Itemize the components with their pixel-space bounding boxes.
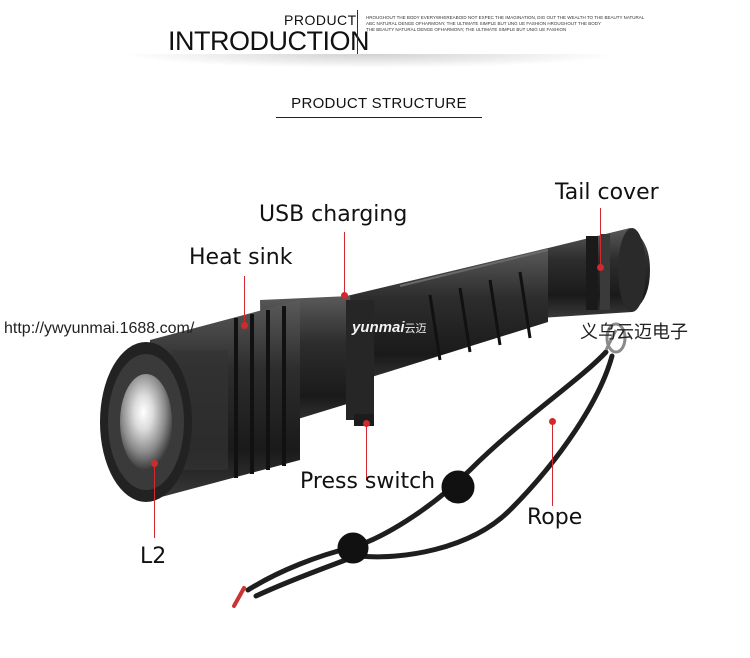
- tail-cap: [540, 228, 650, 318]
- label-usb-charging: USB charging: [259, 202, 408, 227]
- body-tube: [330, 248, 549, 390]
- watermark-url: http://ywyunmai.1688.com/: [4, 320, 195, 337]
- usb-charging-line: [344, 232, 345, 296]
- header-introduction: INTRODUCTION: [168, 26, 369, 56]
- header-small-line: HROUGHOUT THE BODY EVERYWHEREABOID NOT E…: [366, 15, 645, 20]
- l2-dot: [151, 460, 158, 467]
- heat-sink-line: [244, 276, 245, 326]
- section-title: PRODUCT STRUCTURE: [276, 95, 482, 118]
- label-tail-cover: Tail cover: [555, 180, 659, 205]
- label-rope: Rope: [527, 505, 583, 530]
- rope: [232, 349, 615, 608]
- label-l2: L2: [140, 544, 167, 569]
- keyring: [604, 322, 627, 354]
- header-product: PRODUCT: [284, 12, 357, 28]
- watermark-brand-cn: 云迈: [404, 323, 427, 335]
- press-switch-line: [366, 424, 367, 480]
- l2-line: [154, 462, 155, 538]
- heat-sink-dot: [241, 322, 248, 329]
- label-heat-sink: Heat sink: [189, 245, 293, 270]
- header-small-line: THE BEAUTY NATURAL DENGE OFHARMONY, THE …: [366, 27, 567, 32]
- tail-cover-line: [600, 208, 601, 268]
- tail-cover-dot: [597, 264, 604, 271]
- label-press-switch: Press switch: [300, 469, 436, 494]
- watermark-brand-latin: yunmai: [352, 319, 405, 336]
- header-divider: [357, 10, 358, 54]
- lens: [120, 374, 172, 470]
- rope-line: [552, 420, 553, 506]
- usb-charging-dot: [341, 292, 348, 299]
- header-small-text: HROUGHOUT THE BODY EVERYWHEREABOID NOT E…: [366, 15, 645, 33]
- watermark-brand: yunmai云迈: [352, 319, 427, 336]
- press-switch-dot: [363, 420, 370, 427]
- page-header: PRODUCT INTRODUCTION HROUGHOUT THE BODY …: [0, 0, 750, 80]
- header-shadow: [120, 54, 620, 68]
- header-small-line: ABC NATURAL DENGE OFHARMONY, THE ULTIMAT…: [366, 21, 601, 26]
- rope-dot: [549, 418, 556, 425]
- bezel: [100, 342, 192, 502]
- watermark-company: 义乌云迈电子: [580, 322, 688, 343]
